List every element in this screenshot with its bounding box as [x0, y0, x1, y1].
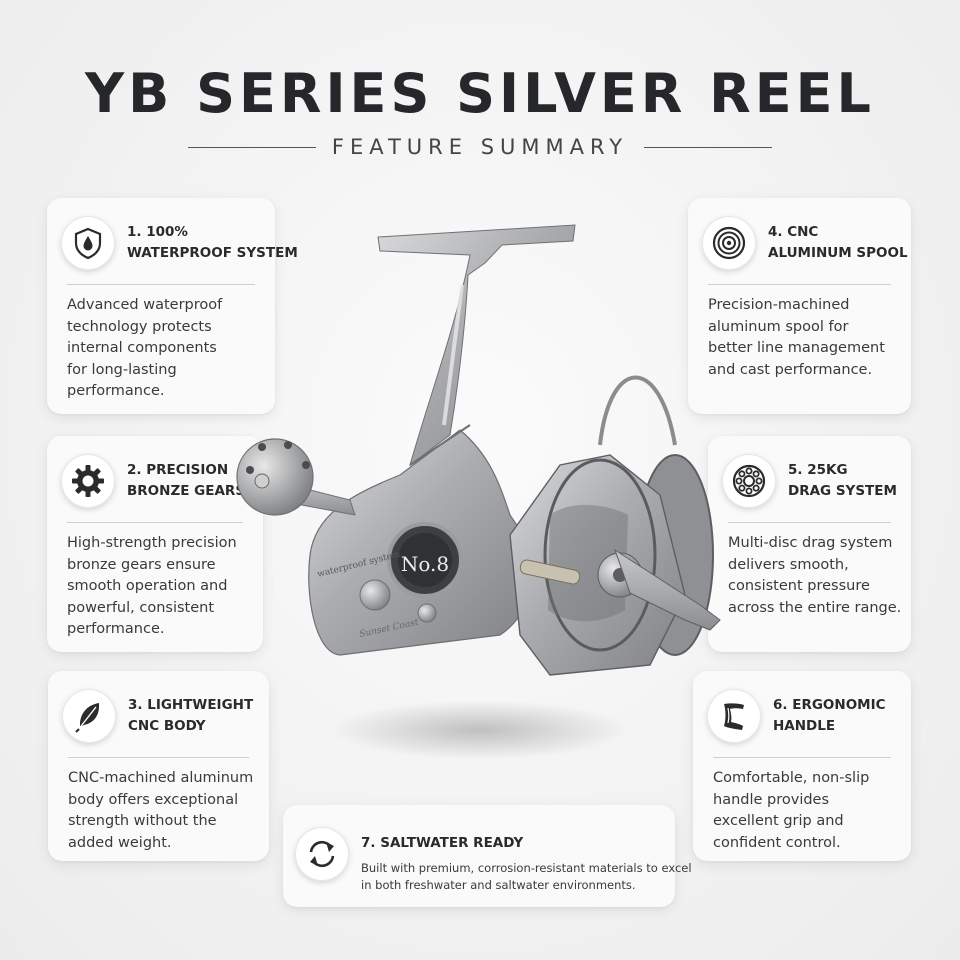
reel-dial-label: No.8	[401, 552, 449, 576]
reel-foot	[377, 224, 576, 467]
handle-knob-icon	[707, 689, 761, 743]
card-divider	[67, 522, 243, 523]
water-drop-shield-icon	[61, 216, 115, 270]
reel-illustration: No.8 waterproof system Sunset Coast	[236, 224, 721, 676]
reel-floor-shadow	[330, 700, 630, 760]
feature-card-saltwater: 7. SALTWATER READY Built with premium, c…	[283, 805, 692, 907]
gear-icon	[61, 454, 115, 508]
subtitle-row: FEATURE SUMMARY	[0, 132, 960, 162]
feature-card-spool: 4. CNC ALUMINUM SPOOL Precision-machined…	[688, 198, 911, 414]
spool-icon	[702, 216, 756, 270]
card-divider	[68, 757, 249, 758]
card-divider	[708, 284, 891, 285]
feature-description: High-strength precision bronze gears ens…	[67, 535, 237, 637]
feather-icon	[62, 689, 116, 743]
card-divider	[713, 757, 891, 758]
feature-description: Advanced waterproof technology protects …	[67, 297, 223, 399]
feature-title: 7. SALTWATER READY	[361, 835, 524, 851]
feature-description: Precision-machined aluminum spool for be…	[708, 297, 885, 378]
card-divider	[67, 284, 255, 285]
saltwater-cycle-icon	[295, 827, 349, 881]
feature-title: 5. 25KG DRAG SYSTEM	[788, 462, 897, 499]
page-title: YB SERIES SILVER REEL	[85, 62, 875, 125]
feature-card-gears: 2. PRECISION BRONZE GEARS High-strength …	[47, 436, 263, 652]
feature-title: 4. CNC ALUMINUM SPOOL	[768, 224, 908, 261]
reel-handle-knob	[236, 438, 314, 516]
feature-description: Built with premium, corrosion-resistant …	[361, 861, 692, 892]
feature-card-drag: 5. 25KG DRAG SYSTEM Multi-disc drag syst…	[708, 436, 911, 652]
subtitle-rule-right	[644, 146, 773, 148]
feature-description: Multi-disc drag system delivers smooth, …	[728, 535, 902, 616]
feature-title: 2. PRECISION BRONZE GEARS	[127, 462, 246, 499]
feature-description: CNC-machined aluminum body offers except…	[68, 770, 254, 851]
feature-card-body: 3. LIGHTWEIGHT CNC BODY CNC-machined alu…	[48, 671, 269, 861]
page-subtitle: FEATURE SUMMARY	[331, 135, 629, 159]
feature-description: Comfortable, non-slip handle provides ex…	[713, 770, 870, 851]
feature-title: 1. 100% WATERPROOF SYSTEM	[127, 224, 298, 261]
feature-card-handle: 6. ERGONOMIC HANDLE Comfortable, non-sli…	[693, 671, 911, 861]
feature-title: 6. ERGONOMIC HANDLE	[773, 697, 886, 734]
reel-bail-wire	[598, 375, 677, 446]
card-divider	[728, 522, 891, 523]
reel-line-roller	[519, 559, 581, 585]
feature-title: 3. LIGHTWEIGHT CNC BODY	[128, 697, 254, 734]
feature-card-waterproof: 1. 100% WATERPROOF SYSTEM Advanced water…	[47, 198, 298, 414]
drag-bearing-icon	[722, 454, 776, 508]
subtitle-rule-left	[187, 146, 316, 148]
